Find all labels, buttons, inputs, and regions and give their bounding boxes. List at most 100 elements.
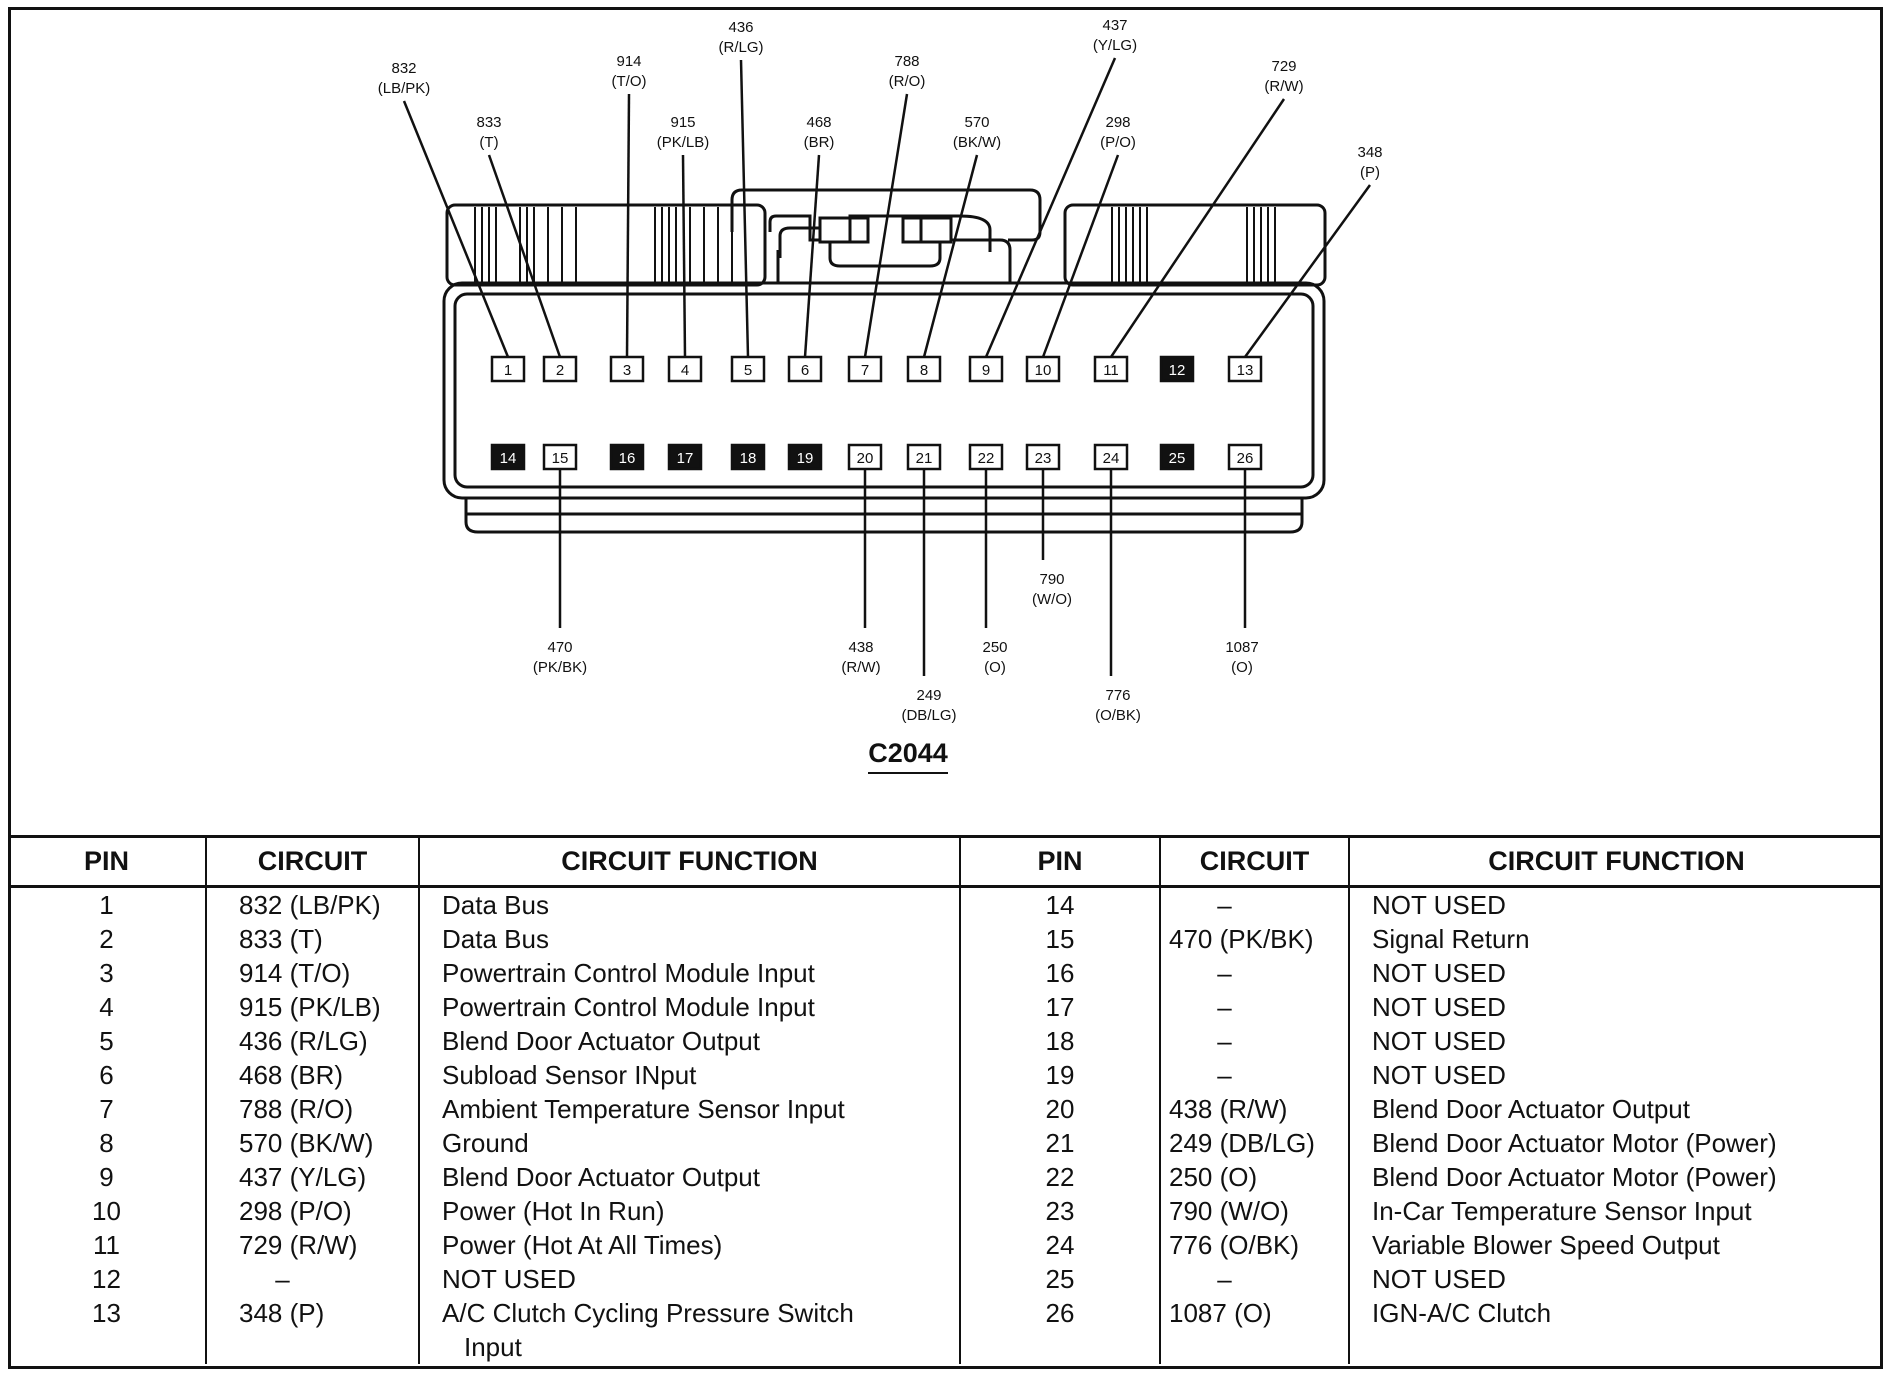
pin-number: 11 xyxy=(1103,362,1119,379)
pin-10 xyxy=(1025,355,1061,383)
wire-circuit-label: 438 xyxy=(848,639,873,656)
pin-number: 14 xyxy=(500,450,517,467)
wire-color-label: (R/O) xyxy=(889,73,926,90)
pin-cell: 26 xyxy=(959,1296,1160,1364)
function-cell: Blend Door Actuator Output xyxy=(1348,1092,1883,1126)
function-cell: NOT USED xyxy=(1348,1024,1883,1058)
connector-ribs xyxy=(474,207,1276,283)
circuit-cell: 790 (W/O) xyxy=(1159,1194,1349,1228)
wire-circuit-label: 249 xyxy=(916,687,941,704)
pin-6 xyxy=(787,355,823,383)
wire-color-label: (O/BK) xyxy=(1095,707,1141,724)
pin-cell: 4 xyxy=(99,992,114,1022)
circuit-cell: 438 (R/W) xyxy=(1159,1092,1349,1126)
wire-circuit-label: 832 xyxy=(391,60,416,77)
pin-12 xyxy=(1159,355,1195,383)
pin-cell: 17 xyxy=(959,990,1160,1024)
pin-cell: 13 xyxy=(92,1298,121,1328)
pin-cell: 19 xyxy=(959,1058,1160,1092)
pin-20 xyxy=(847,443,883,471)
wire-color-label: (T/O) xyxy=(612,73,647,90)
wire-color-label: (P) xyxy=(1360,164,1380,181)
pin-number: 23 xyxy=(1035,450,1052,467)
function-cell: Blend Door Actuator Output xyxy=(418,1024,960,1058)
pin-4 xyxy=(667,355,703,383)
function-cell: Blend Door Actuator Motor (Power) xyxy=(1348,1126,1883,1160)
pin-table: PIN CIRCUIT CIRCUIT FUNCTION PIN CIRCUIT… xyxy=(8,835,1883,1364)
function-cell: NOT USED xyxy=(1348,1058,1883,1092)
pin-cell: 21 xyxy=(959,1126,1160,1160)
pin-18 xyxy=(730,443,766,471)
wire-color-label: (PK/BK) xyxy=(533,659,587,676)
pin-cell: 22 xyxy=(959,1160,1160,1194)
pin-cell: 1 xyxy=(99,890,114,920)
circuit-cell: 249 (DB/LG) xyxy=(1159,1126,1349,1160)
pin-number: 2 xyxy=(556,362,564,379)
function-cell: Signal Return xyxy=(1348,922,1883,956)
pin-2 xyxy=(542,355,578,383)
pin-23 xyxy=(1025,443,1061,471)
pin-cell: 20 xyxy=(959,1092,1160,1126)
wire-color-label: (W/O) xyxy=(1032,591,1072,608)
wire-circuit-label: 468 xyxy=(806,114,831,131)
wire-leader xyxy=(922,154,979,358)
pin-24 xyxy=(1093,443,1129,471)
header-circuit-right: CIRCUIT xyxy=(1159,835,1349,888)
wire-color-label: (O) xyxy=(984,659,1006,676)
function-cell: Subload Sensor INput xyxy=(418,1058,960,1092)
circuit-cell: 915 (PK/LB) xyxy=(205,990,419,1024)
pin-21 xyxy=(906,443,942,471)
circuit-cell: 570 (BK/W) xyxy=(205,1126,419,1160)
table-header-row: PIN CIRCUIT CIRCUIT FUNCTION PIN CIRCUIT… xyxy=(8,835,1883,888)
circuit-cell: – xyxy=(1159,1058,1349,1092)
wire-color-label: (R/W) xyxy=(1264,78,1303,95)
pin-number: 15 xyxy=(552,450,569,467)
pin-9 xyxy=(968,355,1004,383)
pin-cell: 14 xyxy=(959,886,1160,922)
wire-color-label: (PK/LB) xyxy=(657,134,710,151)
pin-number: 20 xyxy=(857,450,874,467)
pin-number: 3 xyxy=(623,362,631,379)
pin-cell: 3 xyxy=(99,958,114,988)
pin-number: 10 xyxy=(1035,362,1052,379)
wire-leaders xyxy=(402,57,1372,676)
pin-number: 5 xyxy=(744,362,752,379)
pin-cell: 24 xyxy=(959,1228,1160,1262)
circuit-cell: 298 (P/O) xyxy=(205,1194,419,1228)
circuit-cell: – xyxy=(205,1262,419,1296)
wire-circuit-label: 790 xyxy=(1039,571,1064,588)
pin-16 xyxy=(609,443,645,471)
pin-15 xyxy=(542,443,578,471)
pin-number: 12 xyxy=(1169,362,1186,379)
circuit-cell: 914 (T/O) xyxy=(205,956,419,990)
wire-leader xyxy=(1243,184,1372,358)
connector-name: C2044 xyxy=(868,738,948,768)
pin-cell: 25 xyxy=(959,1262,1160,1296)
pin-cell: 8 xyxy=(99,1128,114,1158)
pin-cell: 6 xyxy=(99,1060,114,1090)
pin-13 xyxy=(1227,355,1263,383)
wire-leader xyxy=(487,154,562,358)
pin-14 xyxy=(490,443,526,471)
wire-circuit-label: 833 xyxy=(476,114,501,131)
circuit-cell: 729 (R/W) xyxy=(205,1228,419,1262)
circuit-cell: 788 (R/O) xyxy=(205,1092,419,1126)
pin-19 xyxy=(787,443,823,471)
circuit-cell: 250 (O) xyxy=(1159,1160,1349,1194)
circuit-cell: – xyxy=(1159,886,1349,922)
page-frame xyxy=(8,7,1883,1369)
circuit-cell: – xyxy=(1159,956,1349,990)
header-pin-right: PIN xyxy=(959,835,1160,888)
wire-color-label: (BR) xyxy=(804,134,835,151)
function-cell: Blend Door Actuator Motor (Power) xyxy=(1348,1160,1883,1194)
pin-number: 17 xyxy=(677,450,694,467)
pin-number: 6 xyxy=(801,362,809,379)
pin-cell: 5 xyxy=(99,1026,114,1056)
